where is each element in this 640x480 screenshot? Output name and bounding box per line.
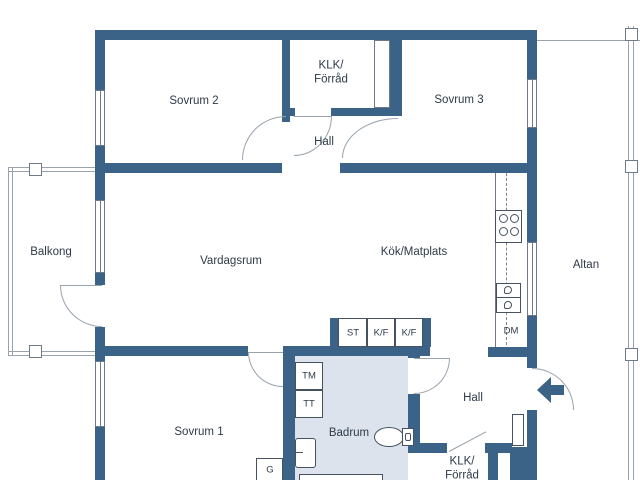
door-arc-sovrum3: [342, 118, 398, 158]
window: [527, 79, 537, 128]
wall-segment: [527, 128, 537, 242]
door-leaf-klk-lower: [448, 431, 487, 452]
window-pane-line: [532, 80, 533, 127]
window: [527, 242, 537, 316]
wall-segment: [423, 318, 431, 347]
appliance-label-kf1: K/F: [373, 327, 389, 339]
toilet-bowl: [374, 427, 404, 447]
wall-segment: [488, 347, 527, 357]
wall-segment: [95, 427, 105, 480]
window: [95, 361, 105, 427]
wardrobe-g: [256, 458, 283, 480]
room-label-hall-top: Hall: [314, 135, 334, 148]
entry-arrow-icon: [537, 377, 564, 403]
appliance-label-st: ST: [346, 327, 360, 339]
sink-bowl: [504, 301, 512, 309]
appliance-label-tt: TT: [303, 398, 315, 410]
room-label-kok: Kök/Matplats: [380, 245, 448, 258]
room-label-hall-lower: Hall: [463, 391, 483, 404]
toilet-flush-button: [405, 433, 411, 441]
sink-bowl: [504, 286, 512, 294]
bathtub-cut: [299, 474, 383, 480]
door-arc-sovrum2: [242, 116, 286, 160]
wall-segment: [331, 108, 391, 116]
wall-segment: [527, 30, 537, 79]
wall-segment: [95, 327, 105, 361]
window-pane-line: [100, 201, 101, 272]
wall-segment: [330, 318, 338, 347]
counter-dashed-line: [506, 173, 507, 345]
room-label-badrum: Badrum: [328, 426, 370, 439]
door-arc-badrum: [414, 358, 450, 394]
railing-post: [29, 345, 42, 358]
appliance-label-kf2: K/F: [401, 327, 417, 339]
wall-segment: [485, 443, 512, 453]
door-leaf: [60, 285, 102, 286]
balcony-railing: [8, 351, 95, 356]
room-label-altan: Altan: [572, 258, 600, 271]
stove-burner: [499, 214, 508, 223]
washing-machine: [295, 362, 323, 390]
stove-burner: [510, 227, 519, 236]
cabinet-kf2: [395, 318, 423, 347]
room-label-klk-lower: KLK/ Förråd: [445, 455, 479, 480]
wall-segment: [282, 40, 290, 122]
door-leaf: [248, 352, 283, 353]
room-label-sovrum1: Sovrum 1: [174, 425, 224, 438]
open-door-leaf: [512, 414, 524, 446]
railing-post: [625, 28, 638, 41]
wall-segment: [488, 443, 498, 480]
washbasin-tap: [295, 452, 303, 453]
room-label-sovrum3: Sovrum 3: [434, 93, 484, 106]
kitchen-counter: [495, 173, 527, 347]
wall-segment: [283, 346, 295, 480]
wall-segment: [408, 346, 420, 358]
wall-segment: [95, 30, 105, 90]
door-leaf: [294, 116, 332, 117]
wall-segment: [105, 346, 248, 356]
window-pane-line: [100, 91, 101, 145]
cabinet-kf1: [367, 318, 395, 347]
appliance-label-tm: TM: [302, 370, 316, 382]
room-label-vardagsrum: Vardagsrum: [200, 254, 262, 267]
window: [95, 90, 105, 146]
washbasin: [295, 438, 316, 468]
balcony-railing: [8, 167, 95, 172]
patio-boundary-line: [537, 40, 640, 41]
stove-burner: [510, 214, 519, 223]
wall-segment: [340, 163, 527, 173]
appliance-label-g: G: [266, 464, 274, 476]
room-label-balkong: Balkong: [30, 245, 72, 258]
appliance-label-dm: DM: [503, 325, 519, 337]
wall-segment: [105, 163, 282, 173]
sink-divider: [496, 297, 521, 298]
wall-segment: [527, 316, 537, 368]
wall-segment: [390, 40, 402, 116]
railing-post: [29, 163, 42, 176]
patio-railing: [628, 26, 634, 480]
railing-post: [625, 348, 638, 361]
cabinet-st: [338, 318, 367, 347]
wall-segment: [510, 447, 537, 480]
tumble-dryer: [295, 390, 323, 418]
wall-segment: [282, 108, 295, 116]
wall-segment: [283, 346, 430, 356]
wall-segment: [95, 30, 537, 40]
window-pane-line: [100, 362, 101, 426]
balcony-railing: [8, 167, 13, 356]
door-leaf: [414, 358, 450, 359]
wall-segment: [527, 410, 537, 480]
stove-burner: [499, 227, 508, 236]
window: [95, 200, 105, 273]
wall-segment: [95, 273, 105, 285]
door-arc-balcony: [60, 285, 102, 327]
railing-post: [625, 160, 638, 173]
door-arc-sovrum1: [248, 352, 283, 387]
room-label-klk-top: KLK/ Förråd: [314, 59, 348, 86]
wall-segment: [408, 443, 447, 453]
room-label-sovrum2: Sovrum 2: [169, 94, 219, 107]
wall-segment: [95, 146, 105, 200]
window-pane-line: [532, 243, 533, 315]
klk-closet-unit: [374, 40, 390, 108]
